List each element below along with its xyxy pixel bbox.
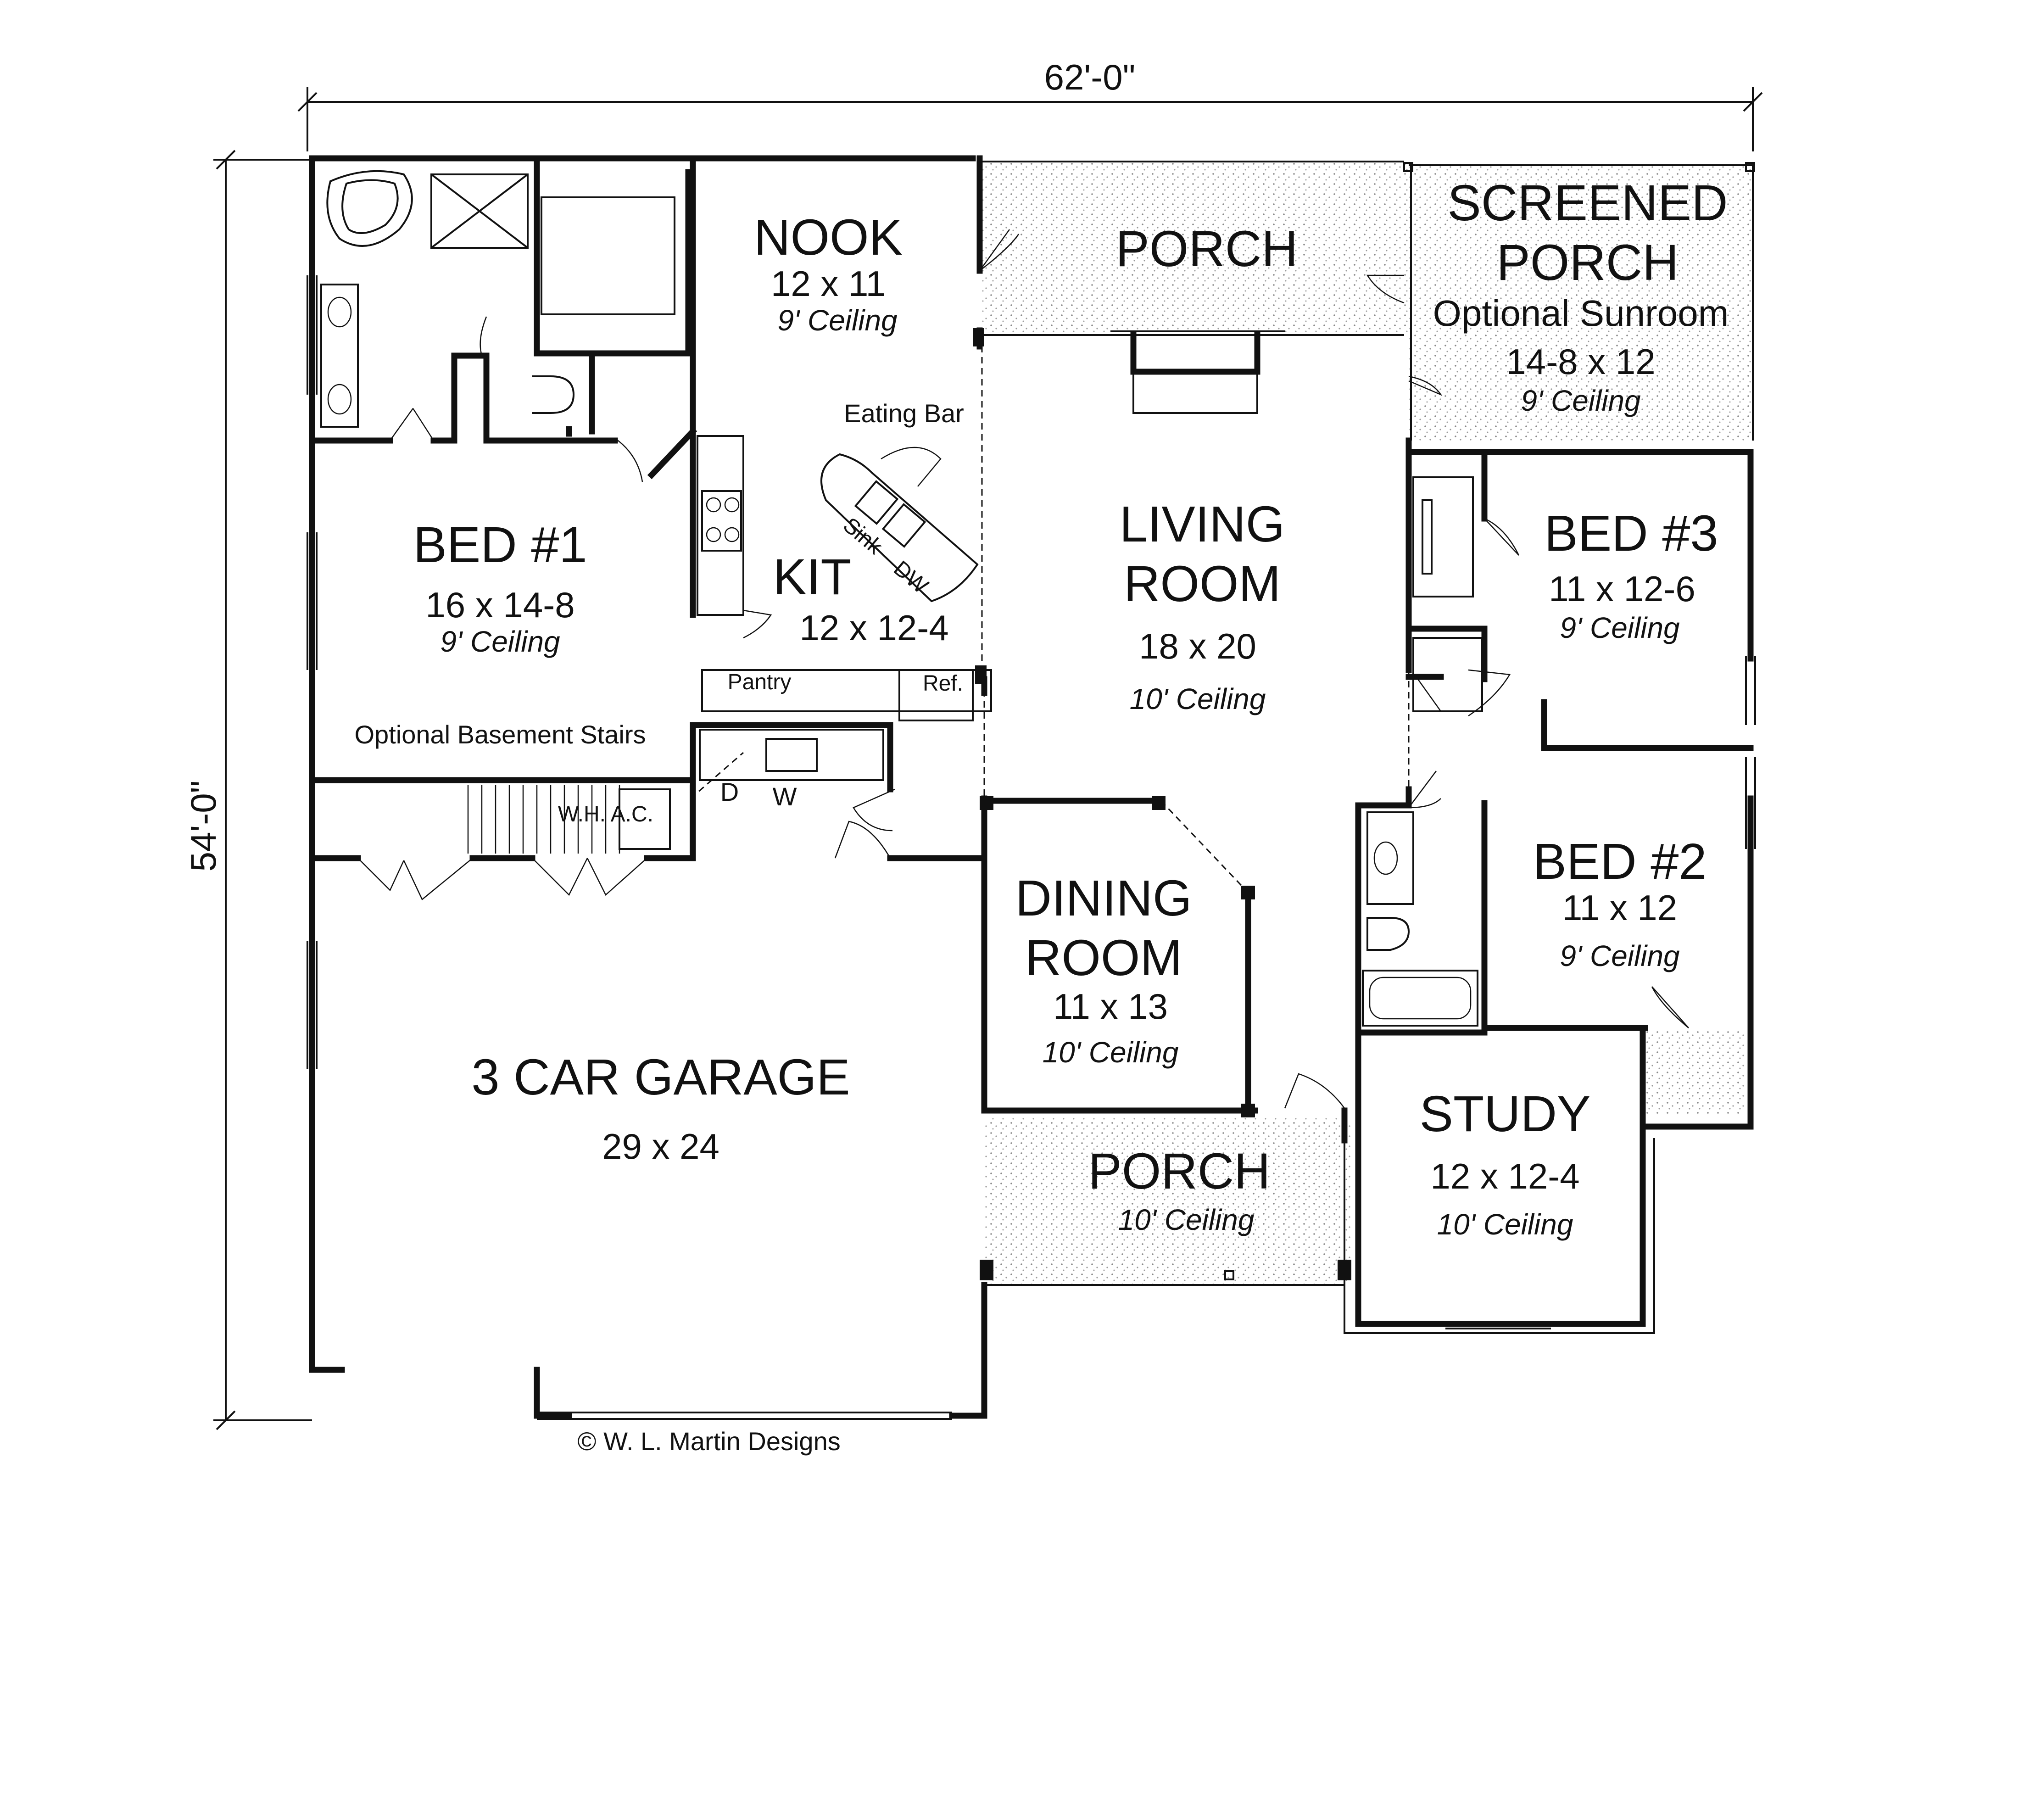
screened-porch-size: 14-8 x 12 [1506,341,1655,382]
bed1-ceiling: 9' Ceiling [440,625,560,658]
living-size: 18 x 20 [1139,626,1256,666]
columns [973,162,1755,1280]
dining-size: 11 x 13 [1053,986,1168,1027]
walls [309,155,1754,1419]
screened-porch-fill [1409,165,1753,441]
front-porch-fill [984,1117,1351,1285]
bath-fixtures [320,170,1483,1027]
depth-dimension: 54'-0" [183,150,312,1430]
nook-name: NOOK [754,209,903,266]
fireplace-hearth [1132,371,1258,414]
dining-name2: ROOM [1025,930,1182,986]
kitchen-size: 12 x 12-4 [799,608,948,648]
room-study: STUDY 12 x 12-4 10' Ceiling [1420,1086,1591,1241]
bed2-name: BED #2 [1533,833,1707,890]
bath-stipple [1640,1030,1746,1115]
width-label: 62'-0" [1044,57,1136,97]
room-screened-porch: SCREENED PORCH Optional Sunroom 14-8 x 1… [1433,175,1729,417]
pantry-label: Pantry [728,670,792,694]
dw-label: DW [889,556,933,598]
study-size: 12 x 12-4 [1430,1156,1579,1196]
bed3-size: 11 x 12-6 [1549,569,1695,609]
bed2-size: 11 x 12 [1562,888,1677,928]
basement-stairs [467,785,692,854]
garage-size: 29 x 24 [602,1126,719,1167]
washer-label: W [773,782,797,811]
whac-label: W.H. A.C. [558,802,653,826]
copyright: © W. L. Martin Designs [577,1427,840,1456]
study-name: STUDY [1420,1086,1591,1142]
room-rear-porch: PORCH [1115,221,1298,277]
dryer-label: D [720,777,739,806]
screened-porch-alt: Optional Sunroom [1433,293,1729,334]
room-bed2: BED #2 11 x 12 9' Ceiling [1533,833,1707,972]
nook-ceiling: 9' Ceiling [777,304,898,337]
depth-label: 54'-0" [183,781,223,872]
dining-name1: DINING [1015,870,1192,927]
screened-porch-ceiling: 9' Ceiling [1521,384,1641,417]
living-name1: LIVING [1120,496,1285,553]
living-name2: ROOM [1124,556,1281,612]
bed1-size: 16 x 14-8 [425,585,574,625]
ref-label: Ref. [923,671,963,696]
garage-name: 3 CAR GARAGE [471,1049,850,1105]
rear-porch-fill [982,163,1409,333]
room-bed3: BED #3 11 x 12-6 9' Ceiling [1544,505,1718,644]
room-nook: NOOK 12 x 11 9' Ceiling [754,209,903,337]
nook-size: 12 x 11 [771,263,886,304]
study-ceiling: 10' Ceiling [1437,1208,1573,1241]
dining-ceiling: 10' Ceiling [1043,1036,1179,1069]
bed3-ceiling: 9' Ceiling [1560,611,1680,644]
room-living: LIVING ROOM 18 x 20 10' Ceiling [1120,496,1285,715]
room-garage: 3 CAR GARAGE 29 x 24 [471,1049,850,1167]
eating-bar-label: Eating Bar [844,399,964,428]
dashed-lines [690,335,1410,893]
front-porch-name: PORCH [1088,1143,1270,1200]
living-ceiling: 10' Ceiling [1130,682,1266,715]
room-front-porch: PORCH 10' Ceiling [1088,1143,1270,1236]
room-kitchen: KIT 12 x 12-4 [773,549,948,648]
basement-stairs-label: Optional Basement Stairs [355,720,646,749]
room-bed1: BED #1 16 x 14-8 9' Ceiling [413,517,587,658]
bed3-name: BED #3 [1544,505,1718,562]
front-porch-ceiling: 10' Ceiling [1118,1203,1255,1236]
bed1-name: BED #1 [413,517,587,573]
screened-porch-name1: SCREENED [1447,175,1728,231]
width-dimension: 62'-0" [297,57,1763,151]
kitchen-fixtures [697,435,992,781]
doors [357,229,1689,1109]
screened-porch-name2: PORCH [1496,234,1679,291]
windows [307,275,1756,1420]
fixture-labels: Eating Bar Sink DW Pantry Ref. Optional … [355,399,964,826]
room-dining: DINING ROOM 11 x 13 10' Ceiling [1015,870,1192,1069]
bed2-ceiling: 9' Ceiling [1560,939,1680,972]
rear-porch-name: PORCH [1115,221,1298,277]
kitchen-name: KIT [773,549,851,605]
